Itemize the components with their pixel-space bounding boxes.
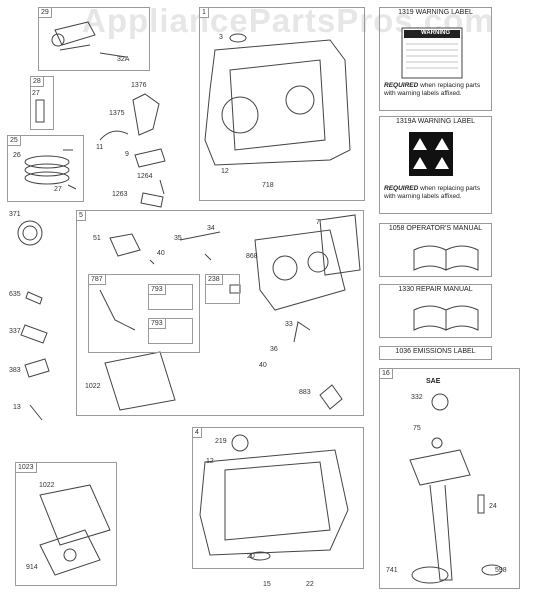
part-number: 1263 [112, 191, 128, 198]
part-number: 36 [270, 346, 278, 353]
emissions-label-box: 1036 EMISSIONS LABEL [379, 346, 492, 360]
group-29-label: 29 [38, 7, 52, 18]
part-number: 26 [13, 152, 21, 159]
group-5-box [76, 210, 364, 416]
part-number: 1376 [131, 82, 147, 89]
part-number: 383 [9, 367, 21, 374]
warning-sticker-text: WARNING [421, 30, 450, 36]
group-793a-box [148, 284, 193, 310]
part-number: 40 [157, 250, 165, 257]
part-number: 337 [9, 328, 21, 335]
group-793b-label: 793 [148, 318, 166, 329]
part-number: 9 [125, 151, 129, 158]
part-number: 51 [93, 235, 101, 242]
repair-manual-title: 1330 REPAIR MANUAL [398, 286, 473, 293]
part-number: 1264 [137, 173, 153, 180]
part-number: 741 [386, 567, 398, 574]
group-5-label: 5 [76, 210, 86, 221]
part-number: 868 [246, 253, 258, 260]
repair-manual-box: 1330 REPAIR MANUAL [379, 284, 492, 338]
part-number: 24 [489, 503, 497, 510]
group-1023-label: 1023 [15, 462, 37, 473]
operators-manual-title: 1058 OPERATOR'S MANUAL [388, 225, 483, 232]
part-number: 1022 [85, 383, 101, 390]
required-text: when replacing parts with warning labels… [384, 185, 481, 200]
group-29-box [38, 7, 150, 71]
group-238-label: 238 [205, 274, 223, 285]
group-787-box [88, 274, 200, 353]
part-number: 598 [495, 567, 507, 574]
group-4-box [192, 427, 364, 569]
part-number: 75 [413, 425, 421, 432]
part-number: 635 [9, 291, 21, 298]
required-label: REQUIRED [384, 185, 419, 192]
part-number: 40 [259, 362, 267, 369]
group-16-label: 16 [379, 368, 393, 379]
warning-label-1319-title: 1319 WARNING LABEL [398, 9, 473, 16]
sae-label: SAE [426, 378, 441, 385]
part-number: 13 [13, 404, 21, 411]
part-number: 27 [32, 90, 40, 97]
part-number: 883 [299, 389, 311, 396]
group-28-label: 28 [30, 76, 44, 87]
group-787-label: 787 [88, 274, 106, 285]
part-number: 15 [263, 581, 271, 588]
group-1-label: 1 [199, 7, 209, 18]
group-793a-label: 793 [148, 284, 166, 295]
warning-label-1319a-title: 1319A WARNING LABEL [395, 118, 476, 125]
required-text: when replacing parts with warning labels… [384, 82, 481, 97]
warning-label-1319a-box: 1319A WARNING LABEL REQUIRED when replac… [379, 116, 492, 214]
part-number: 27 [54, 186, 62, 193]
part-number: 35 [174, 235, 182, 242]
part-number: 32A [117, 56, 130, 63]
part-number: 718 [262, 182, 274, 189]
operators-manual-box: 1058 OPERATOR'S MANUAL [379, 223, 492, 277]
part-number: 219 [215, 438, 227, 445]
group-1023-box [15, 462, 117, 586]
part-number: 914 [26, 564, 38, 571]
part-number: 33 [285, 321, 293, 328]
emissions-label-title: 1036 EMISSIONS LABEL [395, 348, 476, 355]
group-25-label: 25 [7, 135, 21, 146]
warning-label-1319-box: 1319 WARNING LABEL WARNING REQUIRED when… [379, 7, 492, 111]
group-793b-box [148, 318, 193, 344]
part-number: 34 [207, 225, 215, 232]
group-1-box [199, 7, 365, 201]
part-number: 371 [9, 211, 21, 218]
part-number: 22 [306, 581, 314, 588]
part-number: 7 [316, 219, 320, 226]
group-4-label: 4 [192, 427, 202, 438]
part-number: 332 [411, 394, 423, 401]
part-number: 12 [206, 458, 214, 465]
group-25-box [7, 135, 84, 202]
part-number: 1022 [39, 482, 55, 489]
required-label: REQUIRED [384, 82, 419, 89]
part-number: 1375 [109, 110, 125, 117]
part-number: 12 [221, 168, 229, 175]
group-16-box [379, 368, 520, 589]
part-number: 20 [247, 553, 255, 560]
part-number: 11 [96, 144, 104, 151]
group-3-label: 3 [217, 33, 225, 42]
